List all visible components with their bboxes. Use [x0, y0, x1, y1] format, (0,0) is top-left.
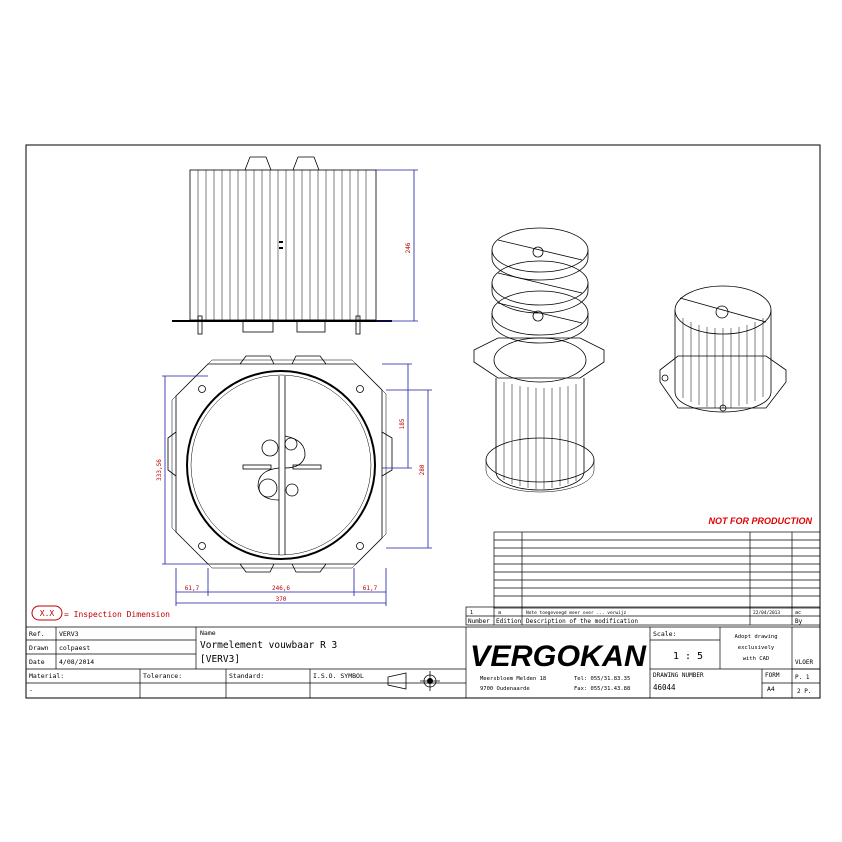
plan-view: 333,56 185 280 61,7 246,6 61,7 370 — [156, 355, 432, 606]
rev-edition: a — [498, 610, 501, 616]
front-elevation-view: 246 — [172, 156, 418, 335]
dim-height: 246 — [405, 242, 412, 253]
iso-symbol-label: I.S.O. SYMBOL — [313, 672, 364, 680]
dim-right-gap: 61,7 — [363, 585, 378, 592]
rev-header-by: By — [795, 618, 803, 625]
rev-header-number: Number — [468, 618, 490, 625]
rev-header-edition: Edition — [496, 618, 522, 625]
not-for-production-label: NOT FOR PRODUCTION — [709, 516, 813, 526]
dim-left-gap: 61,7 — [185, 585, 200, 592]
revision-entry: 1 a Note toegevoegd meer over ... verwij… — [465, 606, 821, 626]
ref-value: VERV3 — [59, 630, 79, 638]
rev-date: 22/04/2013 — [753, 610, 780, 616]
name-line-1: Vormelement vouwbaar R 3 — [200, 640, 337, 651]
rev-description: Note toegevoegd meer over ... verwijz — [526, 610, 627, 616]
ref-label: Ref. — [29, 630, 45, 638]
drawing-number: 46044 — [653, 683, 676, 692]
material-label: Material: — [29, 672, 64, 680]
scale-label: Scale: — [653, 630, 676, 638]
company-logo-text: VERGOKAN — [470, 640, 647, 673]
drawing-number-label: DRAWING NUMBER — [653, 672, 704, 679]
scale-value: 1 : 5 — [673, 651, 703, 662]
dim-280: 280 — [419, 464, 426, 475]
dim-total-width: 370 — [276, 596, 287, 603]
fax-number: Fax: 055/31.43.88 — [574, 686, 630, 692]
rev-initials: ac — [795, 610, 801, 616]
adopt-line-2: exclusively — [738, 645, 775, 651]
title-block: Ref. VERV3 Drawn colpaest Date 4/08/2014… — [26, 626, 820, 698]
phone-number: Tel: 055/31.83.35 — [574, 676, 630, 682]
exploded-isometric-view — [473, 227, 605, 493]
adopt-line-3: with CAD — [743, 656, 770, 662]
address-line-1: Meersbloem Melden 18 — [480, 676, 546, 682]
form-label: FORM — [765, 672, 780, 679]
dim-185: 185 — [399, 418, 406, 429]
standard-label: Standard: — [229, 672, 264, 680]
page-number: P. 1 — [795, 674, 810, 681]
date-label: Date — [29, 658, 45, 666]
rev-header-description: Description of the modification — [526, 618, 638, 625]
vloer-label: VLOER — [795, 659, 813, 666]
date-value: 4/08/2014 — [59, 658, 94, 666]
page-count: 2 P. — [797, 688, 811, 695]
drawn-label: Drawn — [29, 644, 49, 652]
material-value: - — [29, 686, 33, 694]
inspection-text: = Inspection Dimension — [64, 610, 170, 619]
drawn-value: colpaest — [59, 644, 90, 652]
adopt-line-1: Adopt drawing — [734, 634, 777, 640]
sheet-border — [25, 144, 821, 699]
dim-overall: 333,56 — [156, 459, 163, 481]
name-line-2: [VERV3] — [200, 654, 240, 665]
rev-number: 1 — [470, 610, 473, 616]
tolerance-label: Tolerance: — [143, 672, 182, 680]
inspection-dimension-note: X.X = Inspection Dimension — [31, 605, 170, 621]
inspection-symbol: X.X — [40, 609, 55, 618]
assembled-isometric-view — [659, 285, 787, 413]
address-line-2: 9700 Oudenaarde — [480, 686, 530, 692]
form-value: A4 — [767, 685, 775, 693]
projection-symbol-icon — [387, 671, 440, 691]
revision-table — [493, 531, 821, 609]
dim-mid-width: 246,6 — [272, 585, 290, 592]
name-label: Name — [200, 629, 216, 637]
